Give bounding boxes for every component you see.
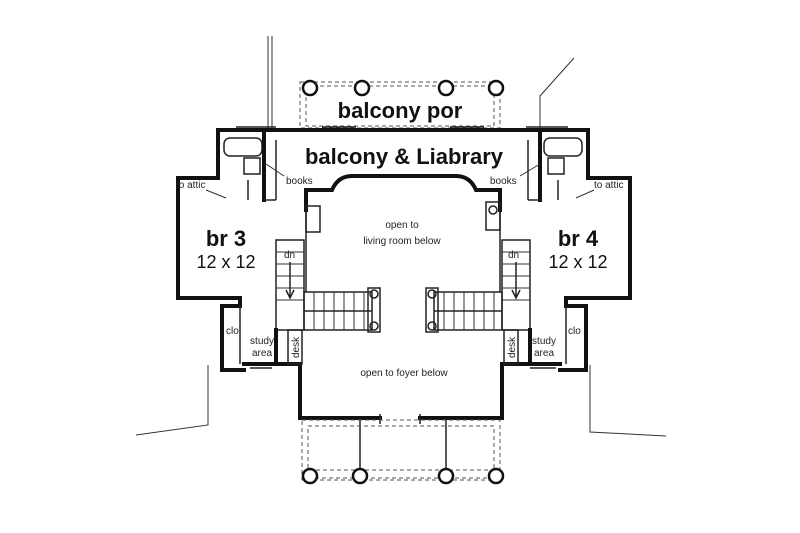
- closets: [239, 306, 567, 364]
- clo-right-label: clo: [568, 326, 581, 337]
- dn-right-label: dn: [508, 250, 519, 261]
- windows: [236, 126, 568, 369]
- top-columns: [301, 79, 505, 97]
- roof-lines: [135, 36, 667, 437]
- balcony-porch-label: balcony por: [338, 98, 463, 123]
- br3-size: 12 x 12: [196, 252, 255, 272]
- to-attic-left-label: to attic: [176, 180, 205, 191]
- front-porch: [301, 414, 501, 481]
- dn-left-label: dn: [284, 250, 295, 261]
- desk-left-label: desk: [291, 336, 302, 358]
- balcony-library-label: balcony & Liabrary: [305, 144, 504, 169]
- leaders: [205, 163, 595, 199]
- to-attic-right-label: to attic: [594, 180, 623, 191]
- left-bath: [223, 132, 277, 202]
- books-right-label: books: [490, 176, 517, 187]
- study-right-label-1: study: [532, 336, 556, 347]
- br4-label: br 4: [558, 226, 599, 251]
- br3-label: br 3: [206, 226, 246, 251]
- desks: [274, 328, 532, 366]
- desk-right-label: desk: [507, 336, 518, 358]
- open-living-label-2: living room below: [363, 236, 441, 247]
- right-bath: [527, 132, 583, 202]
- right-stairs: [425, 239, 531, 333]
- books-left-label: books: [286, 176, 313, 187]
- open-living-outline: [304, 174, 502, 292]
- study-left-label-1: study: [250, 336, 274, 347]
- open-foyer-label: open to foyer below: [360, 368, 448, 379]
- open-living-label-1: open to: [385, 220, 419, 231]
- br4-size: 12 x 12: [548, 252, 607, 272]
- clo-left-label: clo: [226, 326, 239, 337]
- study-right-label-2: area: [534, 348, 554, 359]
- bottom-columns: [301, 467, 505, 485]
- study-left-label-2: area: [252, 348, 272, 359]
